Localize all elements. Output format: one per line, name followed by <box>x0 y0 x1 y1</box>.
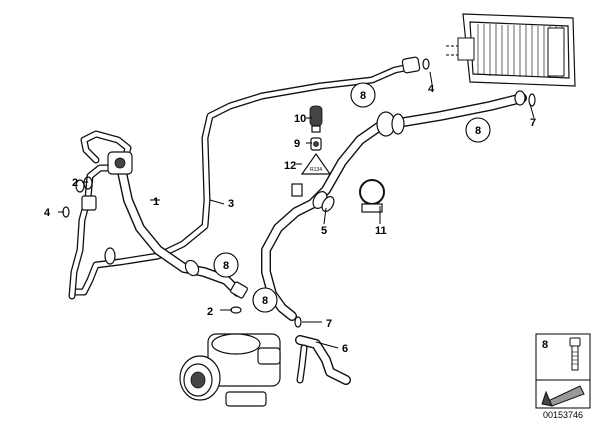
callout-8-right: 8 <box>465 117 491 143</box>
callout-8-top: 8 <box>350 82 376 108</box>
valve-9 <box>310 137 322 151</box>
label-part-4b: 4 <box>428 83 435 95</box>
label-part-4a: 4 <box>44 207 51 219</box>
pipe-3 <box>70 56 430 296</box>
label-part-6: 6 <box>342 343 348 355</box>
hose-5 <box>261 90 536 321</box>
callout-labels: 1 2 2 3 4 4 5 6 7 7 10 9 12 11 <box>44 83 536 355</box>
hose-1 <box>68 130 248 300</box>
label-part-8b: 8 <box>475 125 481 137</box>
compressor <box>179 333 281 407</box>
label-part-7b: 7 <box>530 117 536 129</box>
label-part-8d: 8 <box>262 295 268 307</box>
label-part-3: 3 <box>228 198 234 210</box>
document-number: 00153746 <box>543 410 583 420</box>
clamp-11 <box>359 179 385 213</box>
view-arrow-icon <box>541 385 585 407</box>
label-part-10: 10 <box>294 113 306 125</box>
leader-lines <box>58 71 535 349</box>
label-part-2b: 2 <box>207 306 213 318</box>
label-part-2a: 2 <box>72 177 78 189</box>
label-part-8c: 8 <box>223 260 229 272</box>
legend-part-number: 8 <box>542 339 548 351</box>
label-part-7a: 7 <box>326 318 332 330</box>
label-part-11: 11 <box>375 225 387 237</box>
label-part-1: 1 <box>153 196 159 208</box>
pipe-6 <box>295 335 351 385</box>
warning-tag-text: R134 <box>310 167 322 173</box>
label-part-8a: 8 <box>360 90 366 102</box>
label-part-5: 5 <box>321 225 327 237</box>
label-part-9: 9 <box>294 138 300 150</box>
label-part-12: 12 <box>284 160 296 172</box>
callout-8-bottom: 8 <box>252 287 278 313</box>
callout-8-middle: 8 <box>213 252 239 278</box>
warning-tag-12: R134 <box>300 152 332 175</box>
legend-box: 8 00153746 <box>535 333 591 420</box>
evaporator <box>446 13 576 87</box>
bolt-icon <box>569 337 581 371</box>
pressure-switch-10 <box>309 105 323 133</box>
